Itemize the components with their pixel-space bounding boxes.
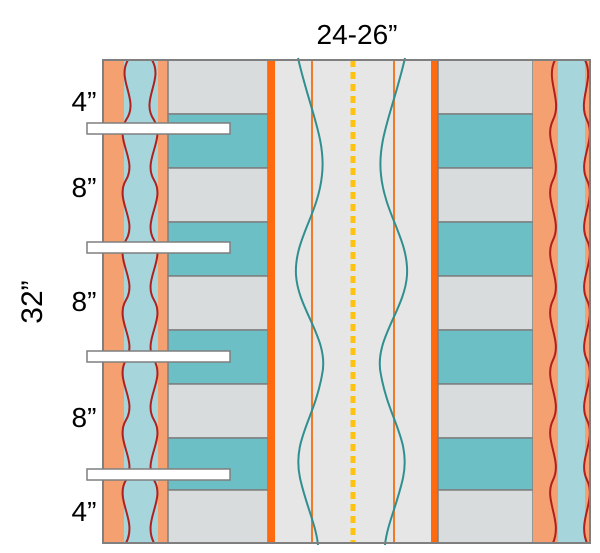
right-block-1 <box>437 59 534 115</box>
left-block-8 <box>167 437 269 491</box>
left-wavy-line-outer <box>121 59 132 544</box>
right-block-4 <box>437 221 534 277</box>
left-block-5 <box>167 275 269 331</box>
right-block-7 <box>437 383 534 439</box>
quilt-outline <box>102 59 591 544</box>
right-block-8 <box>437 437 534 491</box>
dimension-label-1: 4” <box>72 86 97 117</box>
left-block-1 <box>167 59 269 115</box>
right-border-channel <box>558 60 585 543</box>
measure-tab-1 <box>86 122 231 135</box>
left-block-9 <box>167 489 269 544</box>
right-wavy-line-outer <box>549 59 558 544</box>
center-wavy-line-right <box>378 57 409 546</box>
left-block-7 <box>167 383 269 439</box>
right-block-column <box>437 59 534 544</box>
left-wavy-line-inner <box>148 59 159 544</box>
right-block-2 <box>437 113 534 169</box>
left-orange-stripe <box>268 60 275 543</box>
right-block-5 <box>437 275 534 331</box>
right-block-3 <box>437 167 534 223</box>
dimension-label-4: 8” <box>72 402 97 433</box>
dimension-label-3: 8” <box>72 286 97 317</box>
right-block-9 <box>437 489 534 544</box>
left-block-2 <box>167 113 269 169</box>
right-orange-stripe <box>431 60 438 543</box>
width-label: 24-26” <box>317 19 398 50</box>
right-block-6 <box>437 329 534 385</box>
dimension-label-2: 8” <box>72 172 97 203</box>
measure-tab-2 <box>86 241 231 254</box>
center-wavy-line-left <box>294 57 325 546</box>
left-block-3 <box>167 167 269 223</box>
height-label: 32” <box>16 280 49 323</box>
dimension-label-5: 4” <box>72 496 97 527</box>
measure-tab-4 <box>86 468 231 481</box>
measure-tab-3 <box>86 350 231 363</box>
